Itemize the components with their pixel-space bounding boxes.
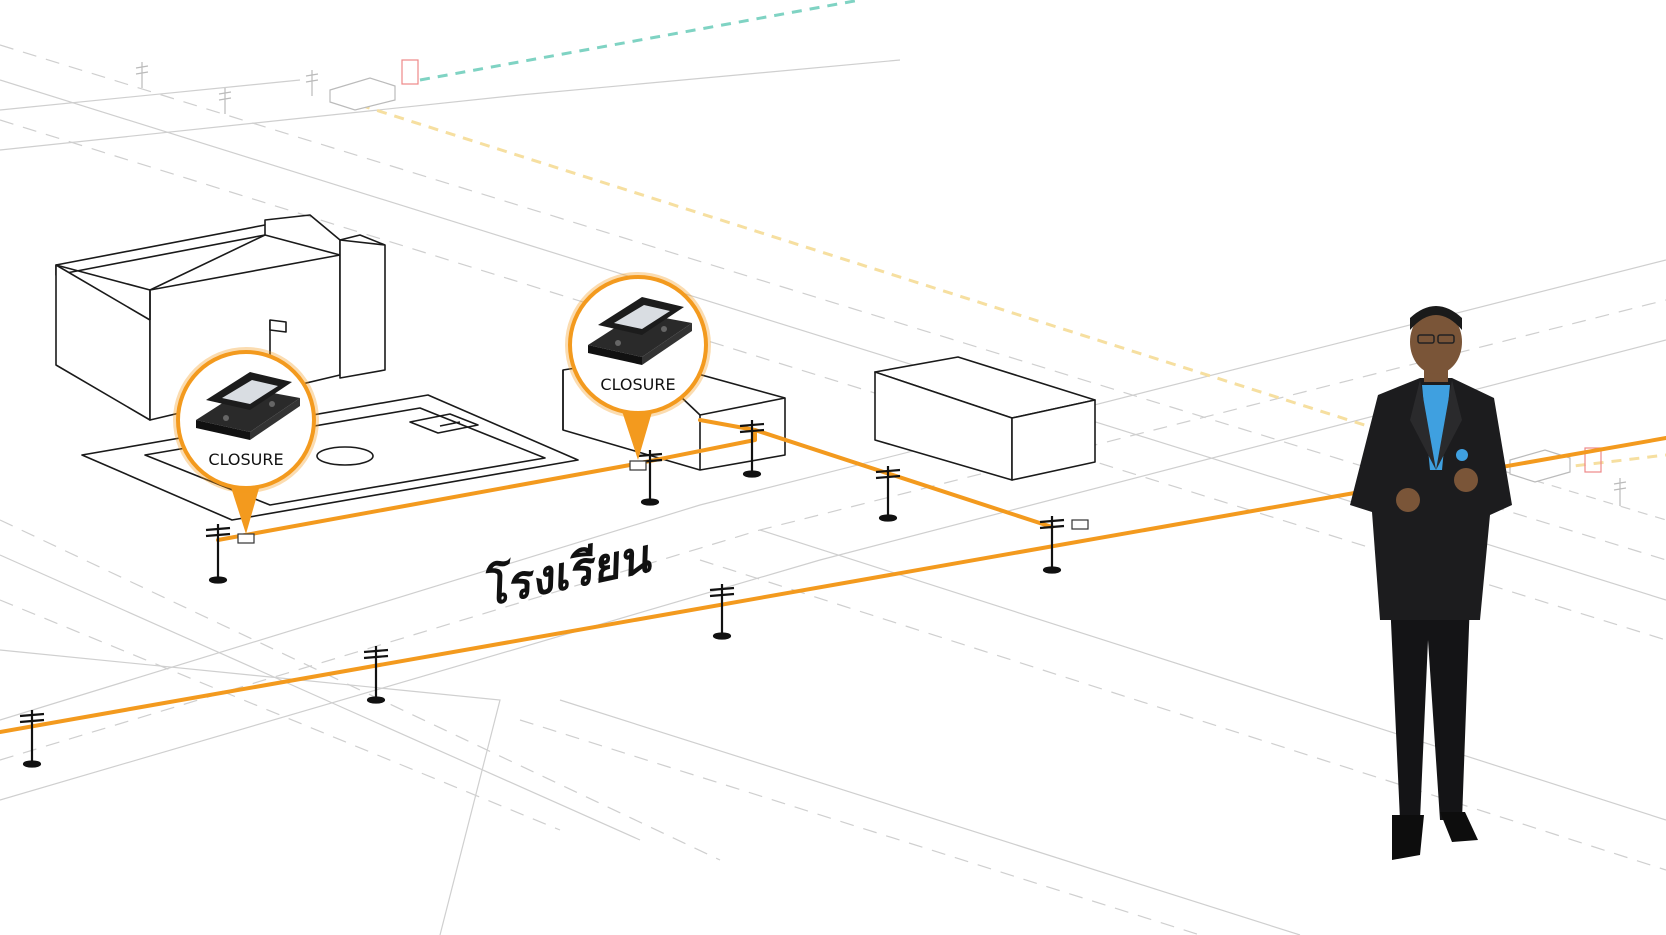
utility-pole-icon (709, 584, 735, 640)
closure-device-icon (588, 297, 692, 365)
road-grid (0, 44, 1666, 935)
utility-pole-icon (363, 646, 389, 704)
utility-pole-icon (205, 524, 231, 584)
right-building (874, 356, 1096, 481)
utility-pole-icon (739, 420, 765, 478)
school-building (55, 214, 579, 521)
school-label: โรงเรียน (476, 528, 657, 617)
utility-pole-icon (1039, 516, 1065, 574)
presenter-figure (1350, 306, 1512, 860)
closure-label: CLOSURE (600, 375, 675, 394)
dashed-teal-cable (419, 0, 861, 82)
closure-callout-icon: CLOSURE (565, 272, 711, 460)
closure-callout-icon: CLOSURE (173, 347, 319, 534)
closure-device-icon (196, 372, 300, 440)
utility-pole-icon (875, 466, 901, 522)
dashed-yellow-cable (359, 103, 1381, 432)
utility-pole-icon (19, 710, 45, 768)
closure-label: CLOSURE (208, 450, 283, 469)
utility-poles (19, 420, 1065, 768)
utility-pole-icon (637, 450, 663, 506)
